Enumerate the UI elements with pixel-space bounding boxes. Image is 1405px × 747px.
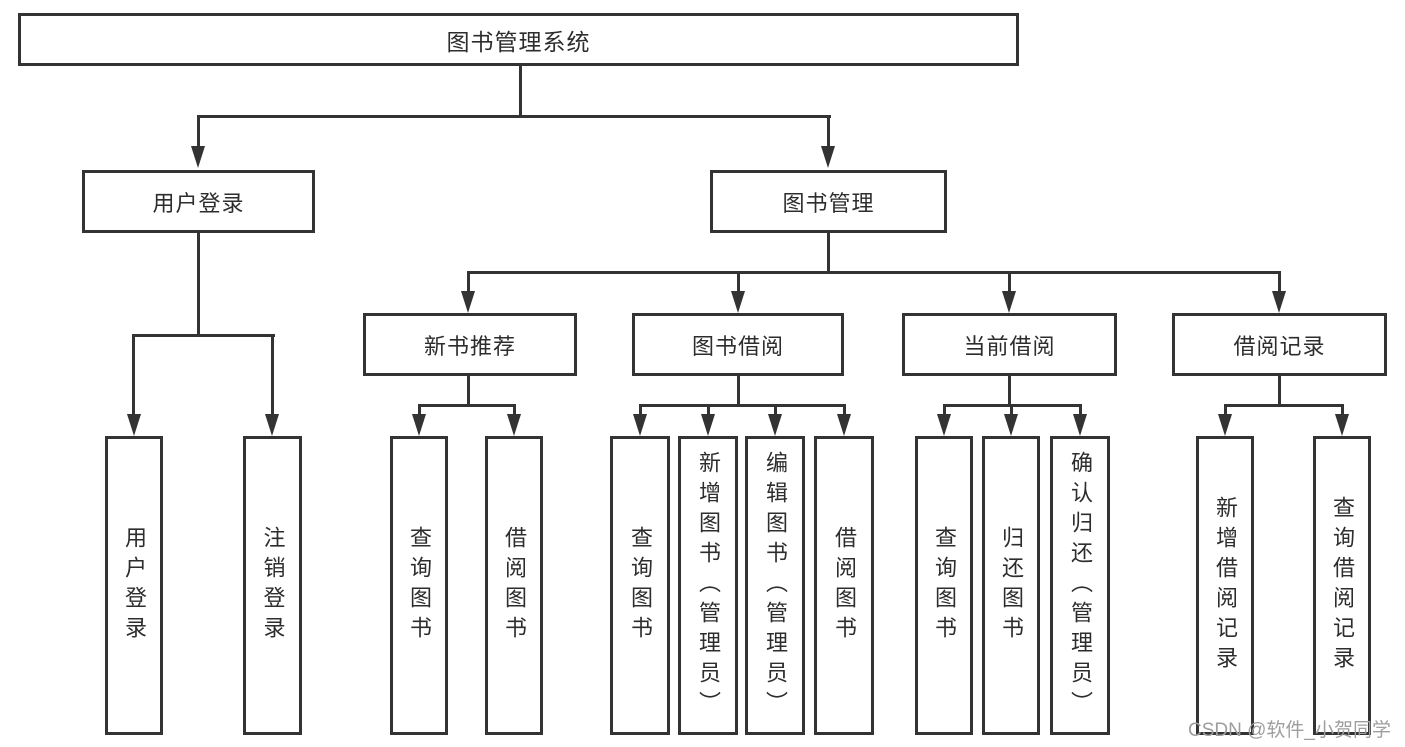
connector-borrow-records-stem xyxy=(1278,271,1281,291)
arrowhead-bb-query xyxy=(633,414,647,436)
leaf-cb-return-books: 归还图书 xyxy=(982,436,1040,735)
connector-book-management-stem xyxy=(827,115,830,148)
connector-bb-borrow-stem xyxy=(843,404,846,414)
connector-borrow-records-hline xyxy=(1224,404,1344,407)
connector-cb-confirm-stem xyxy=(1079,404,1082,414)
connector-bb-query-stem xyxy=(639,404,642,414)
arrowhead-user-login xyxy=(191,146,205,168)
arrowhead-new-book-rec xyxy=(461,291,475,313)
connector-new-book-rec-down xyxy=(467,376,470,407)
arrowhead-cb-confirm xyxy=(1073,414,1087,436)
connector-book-management-down xyxy=(827,233,830,274)
connector-current-borrow-stem xyxy=(1008,271,1011,291)
connector-user-login-stem xyxy=(197,115,200,148)
node-user-login: 用户登录 xyxy=(82,170,315,233)
connector-book-borrow-stem xyxy=(737,271,740,291)
leaf-logout: 注销登录 xyxy=(243,436,302,735)
arrowhead-bb-borrow xyxy=(837,414,851,436)
leaf-bb-edit-books-admin: 编辑图书（管理员） xyxy=(745,436,805,735)
connector-leaf-user-login-stem xyxy=(132,334,135,414)
leaf-user-login: 用户登录 xyxy=(105,436,163,735)
leaf-cb-confirm-return-admin: 确认归还（管理员） xyxy=(1050,436,1110,735)
connector-new-book-rec-stem xyxy=(467,271,470,291)
connector-leaf-logout-stem xyxy=(271,334,274,414)
leaf-rec-borrow-books: 借阅图书 xyxy=(485,436,543,735)
leaf-bb-query-books: 查询图书 xyxy=(610,436,670,735)
connector-br-query-stem xyxy=(1341,404,1344,414)
arrowhead-current-borrow xyxy=(1002,291,1016,313)
connector-bb-edit-stem xyxy=(774,404,777,414)
connector-level3-hline xyxy=(467,271,1281,274)
leaf-bb-borrow-books: 借阅图书 xyxy=(814,436,874,735)
node-new-book-recommendation: 新书推荐 xyxy=(363,313,577,376)
node-library-management-system: 图书管理系统 xyxy=(18,13,1019,66)
connector-rec-query-stem xyxy=(418,404,421,414)
connector-root-stem xyxy=(519,66,522,118)
connector-user-login-down xyxy=(197,233,200,337)
leaf-br-query-record: 查询借阅记录 xyxy=(1313,436,1371,735)
connector-new-book-rec-hline xyxy=(418,404,516,407)
node-book-borrowing: 图书借阅 xyxy=(632,313,844,376)
arrowhead-bb-add xyxy=(701,414,715,436)
node-current-borrowing: 当前借阅 xyxy=(902,313,1117,376)
leaf-bb-add-books-admin: 新增图书（管理员） xyxy=(678,436,738,735)
arrowhead-book-management xyxy=(821,146,835,168)
node-borrowing-records: 借阅记录 xyxy=(1172,313,1387,376)
connector-rec-borrow-stem xyxy=(513,404,516,414)
connector-level2-hline xyxy=(197,115,831,118)
arrowhead-leaf-logout xyxy=(265,414,279,436)
leaf-rec-query-books: 查询图书 xyxy=(390,436,448,735)
connector-cb-return-stem xyxy=(1010,404,1013,414)
connector-cb-query-stem xyxy=(943,404,946,414)
connector-current-borrow-down xyxy=(1008,376,1011,407)
arrowhead-book-borrow xyxy=(731,291,745,313)
arrowhead-cb-return xyxy=(1004,414,1018,436)
csdn-watermark: CSDN @软件_小贺同学 xyxy=(1188,720,1391,741)
arrowhead-br-query xyxy=(1335,414,1349,436)
arrowhead-br-add xyxy=(1218,414,1232,436)
arrowhead-rec-borrow xyxy=(507,414,521,436)
connector-bb-add-stem xyxy=(707,404,710,414)
arrowhead-borrow-records xyxy=(1272,291,1286,313)
arrowhead-bb-edit xyxy=(768,414,782,436)
arrowhead-cb-query xyxy=(937,414,951,436)
connector-br-add-stem xyxy=(1224,404,1227,414)
connector-book-borrow-down xyxy=(737,376,740,407)
connector-borrow-records-down xyxy=(1278,376,1281,407)
arrowhead-rec-query xyxy=(412,414,426,436)
connector-book-borrow-hline xyxy=(639,404,846,407)
connector-user-login-hline xyxy=(133,334,275,337)
node-book-management: 图书管理 xyxy=(710,170,947,233)
arrowhead-leaf-user-login xyxy=(127,414,141,436)
leaf-cb-query-books: 查询图书 xyxy=(915,436,973,735)
leaf-br-add-record: 新增借阅记录 xyxy=(1196,436,1254,735)
